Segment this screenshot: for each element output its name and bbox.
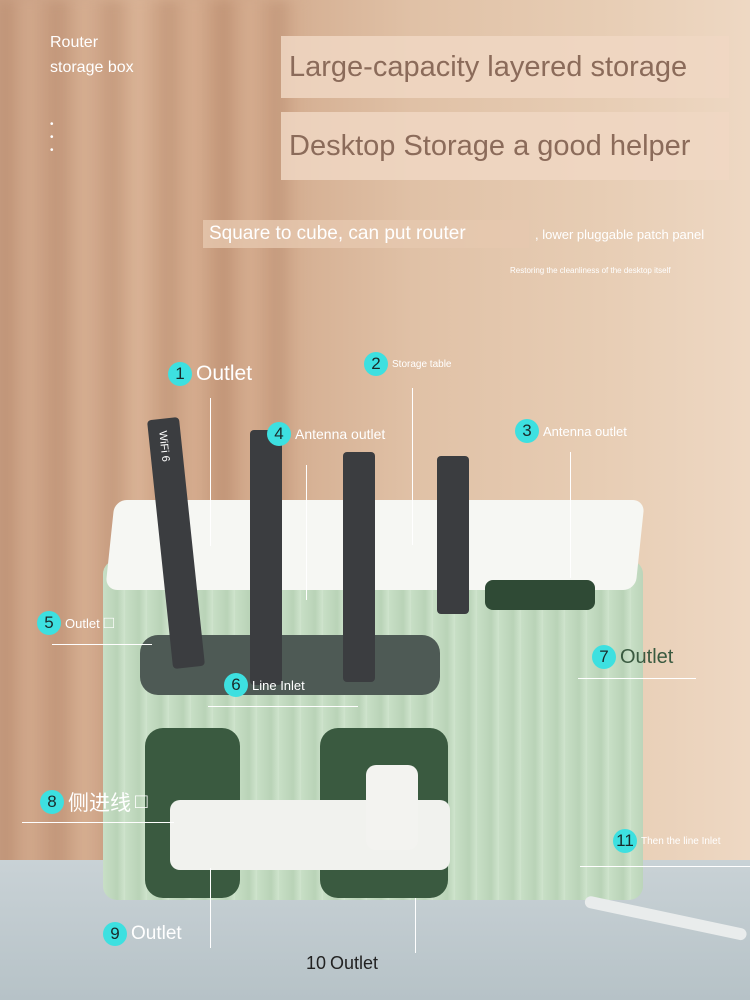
antenna-4: [437, 456, 469, 614]
callout-1-leader: [210, 398, 211, 546]
tagline-top: Router: [50, 34, 99, 51]
callout-11-label: Then the line Inlet: [641, 835, 721, 847]
callout-8-number: 8: [40, 790, 64, 814]
callout-2-leader: [412, 388, 413, 545]
callout-8-marker-icon: □: [135, 790, 148, 813]
headline-capacity: Large-capacity layered storage: [281, 36, 729, 98]
product-tagline: Router storage box: [50, 30, 134, 80]
callout-11-number: 11: [613, 829, 637, 853]
callout-6: 6 Line Inlet: [224, 673, 305, 697]
tagline-bottom: storage box: [50, 59, 134, 76]
callout-9: 9 Outlet: [103, 922, 182, 946]
callout-3-number: 3: [515, 419, 539, 443]
callout-1-number: 1: [168, 362, 192, 386]
subtitle-highlight-box: Square to cube, can put router: [203, 220, 529, 248]
callout-3-label: Antenna outlet: [543, 423, 627, 439]
callout-10-leader: [415, 898, 416, 953]
headline-helper: Desktop Storage a good helper: [281, 112, 729, 180]
callout-5-label: Outlet: [65, 615, 100, 631]
callout-11: 11 Then the line Inlet: [613, 829, 721, 853]
callout-7-number: 7: [592, 645, 616, 669]
callout-9-label: Outlet: [131, 923, 182, 944]
callout-2: 2 Storage table: [364, 352, 452, 376]
callout-7-label: Outlet: [620, 645, 674, 668]
callout-3: 3 Antenna outlet: [515, 419, 627, 443]
rear-antenna-slot: [485, 580, 595, 610]
charger: [366, 765, 418, 850]
callout-5-leader: [52, 644, 152, 645]
callout-7-leader: [578, 678, 696, 679]
callout-9-leader: [210, 868, 211, 948]
antenna-3: [343, 452, 375, 682]
callout-7: 7 Outlet: [592, 645, 673, 669]
subtitle-note: Restoring the cleanliness of the desktop…: [510, 266, 671, 275]
callout-8-leader: [22, 822, 174, 823]
callout-6-label: Line Inlet: [252, 677, 305, 693]
callout-10: 10 Outlet: [306, 953, 378, 974]
callout-1-label: Outlet: [196, 362, 253, 385]
subtitle-highlight: Square to cube, can put router: [209, 223, 466, 244]
callout-11-leader: [580, 866, 750, 867]
decorative-dots: •••: [50, 119, 54, 156]
callout-4-number: 4: [267, 422, 291, 446]
callout-4-label: Antenna outlet: [295, 426, 386, 442]
callout-4-leader: [306, 465, 307, 600]
callout-5-marker-icon: □: [103, 613, 114, 632]
subtitle-rest: , lower pluggable patch panel: [535, 227, 705, 242]
callout-5-number: 5: [37, 611, 61, 635]
callout-4: 4 Antenna outlet: [267, 422, 385, 446]
callout-2-number: 2: [364, 352, 388, 376]
antenna-2: [250, 430, 282, 685]
callout-10-label: Outlet: [330, 953, 379, 973]
antenna-wifi-label: WiFi 6: [156, 430, 172, 463]
callout-8-label: 侧进线: [68, 791, 131, 815]
callout-9-number: 9: [103, 922, 127, 946]
callout-6-number: 6: [224, 673, 248, 697]
callout-6-leader: [208, 706, 358, 707]
callout-10-number: 10: [306, 953, 327, 973]
callout-1: 1 Outlet: [168, 362, 252, 386]
callout-3-leader: [570, 452, 571, 578]
callout-2-label: Storage table: [392, 358, 452, 370]
callout-5: 5 Outlet □: [37, 611, 114, 635]
callout-8: 8 侧进线 □: [40, 787, 148, 817]
